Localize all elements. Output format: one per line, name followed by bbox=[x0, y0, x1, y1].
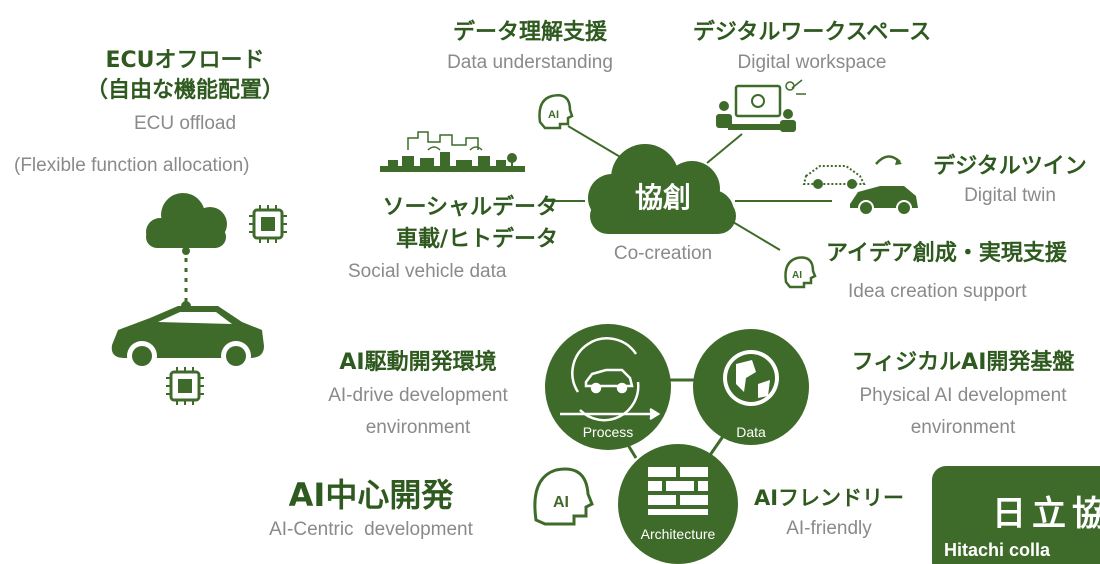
digital-workspace-en: Digital workspace bbox=[737, 52, 887, 73]
ai-drive-jp: AI駆動開発環境 bbox=[339, 350, 497, 375]
ecu-jp-line1: ECUオフロード bbox=[105, 48, 265, 73]
ai-head-icon: AI bbox=[533, 467, 594, 526]
social-data-en: Social vehicle data bbox=[348, 261, 507, 282]
car-icon bbox=[111, 301, 264, 371]
ai-head-icon: AI bbox=[538, 94, 574, 130]
svg-text:AI: AI bbox=[553, 494, 569, 511]
cocreation-jp: 協創 bbox=[634, 181, 691, 214]
social-data-jp-line1: ソーシャルデータ bbox=[382, 195, 558, 220]
physical-ai-en-line1: Physical AI development bbox=[859, 385, 1067, 406]
chip-icon bbox=[166, 367, 204, 405]
ai-drive-en-line2: environment bbox=[365, 417, 471, 438]
ai-drive-group: AI駆動開発環境 AI-drive development environmen… bbox=[296, 346, 540, 444]
ecu-en-line1: ECU offload bbox=[133, 113, 237, 134]
digital-twin-icon bbox=[802, 155, 918, 216]
ai-head-icon: AI bbox=[784, 256, 817, 289]
cloud-connector-dot bbox=[182, 247, 190, 255]
ai-friendly-jp: AIフレンドリー bbox=[753, 486, 905, 510]
ai-centric-jp: AI中心開発 bbox=[288, 476, 454, 514]
city-icon bbox=[380, 131, 525, 172]
ai-friendly-group: AIフレンドリー AI-friendly bbox=[746, 482, 912, 544]
ecu-label-group: ECUオフロード （自由な機能配置） ECU offload bbox=[60, 46, 310, 140]
svg-text:AI: AI bbox=[548, 109, 559, 121]
ai-centric-group: AI中心開発 AI-Centric development bbox=[228, 474, 514, 544]
ai-centric-en: AI-Centric development bbox=[269, 519, 473, 540]
ai-drive-en-line1: AI-drive development bbox=[328, 385, 508, 406]
cloud-icon bbox=[146, 193, 227, 248]
digital-twin-group: デジタルツイン Digital twin bbox=[930, 152, 1090, 210]
data-label: Data bbox=[736, 424, 766, 440]
cycle-car-icon bbox=[560, 337, 661, 422]
process-label: Process bbox=[582, 424, 634, 440]
social-data-jp-line2: 車載/ヒトデータ bbox=[395, 227, 558, 252]
physical-ai-en-line2: environment bbox=[910, 417, 1016, 438]
digital-twin-en: Digital twin bbox=[964, 185, 1056, 206]
svg-text:AI: AI bbox=[792, 270, 802, 281]
physical-ai-jp: フィジカルAI開発基盤 bbox=[851, 350, 1075, 375]
architecture-label: Architecture bbox=[640, 526, 716, 542]
chip-icon bbox=[249, 205, 287, 243]
digital-twin-jp: デジタルツイン bbox=[933, 154, 1087, 179]
data-understanding-group: データ理解支援 Data understanding bbox=[412, 18, 648, 78]
cocreation-en: Co-creation bbox=[613, 243, 713, 264]
globe-icon bbox=[723, 350, 779, 406]
hitachi-jp: 日立協 bbox=[992, 494, 1100, 534]
idea-support-en: Idea creation support bbox=[848, 281, 1027, 302]
social-data-group: ソーシャルデータ 車載/ヒトデータ bbox=[348, 192, 558, 256]
data-understanding-en: Data understanding bbox=[447, 52, 613, 73]
hitachi-en: Hitachi colla bbox=[944, 540, 1051, 560]
hitachi-box bbox=[932, 466, 1100, 564]
data-understanding-jp: データ理解支援 bbox=[452, 20, 607, 45]
brick-wall-icon bbox=[648, 467, 708, 515]
idea-support-jp: アイデア創成・実現支援 bbox=[826, 241, 1067, 266]
cocreation-cloud-icon bbox=[588, 144, 736, 234]
architecture-circle bbox=[618, 444, 738, 564]
digital-workspace-group: デジタルワークスペース Digital workspace bbox=[680, 18, 944, 78]
ecu-en-line2: (Flexible function allocation) bbox=[14, 155, 250, 176]
physical-ai-group: フィジカルAI開発基盤 Physical AI development envi… bbox=[826, 346, 1100, 444]
ecu-jp-line2: （自由な機能配置） bbox=[85, 78, 284, 103]
digital-workspace-jp: デジタルワークスペース bbox=[692, 20, 932, 45]
ai-friendly-en: AI-friendly bbox=[786, 518, 872, 539]
workspace-icon bbox=[716, 79, 806, 132]
